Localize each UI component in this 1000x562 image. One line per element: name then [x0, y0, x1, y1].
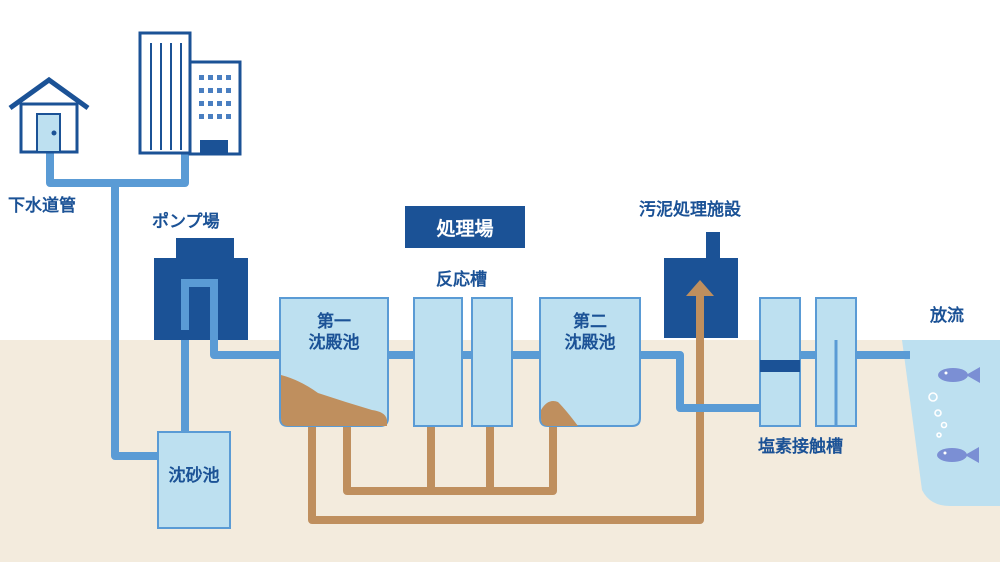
- river: [902, 340, 1000, 506]
- primary-sedimentation-tank: [279, 297, 389, 427]
- house-icon: [8, 76, 90, 154]
- bubbles: [928, 392, 948, 438]
- secondary-sedimentation-tank: [539, 297, 641, 427]
- reaction-tank-1: [413, 297, 463, 427]
- primary-tank-label-line2: 沈殿池: [308, 333, 360, 353]
- primary-tank-label-line1: 第一: [317, 312, 351, 332]
- discharge-label: 放流: [930, 306, 964, 326]
- building-icon: [138, 31, 242, 156]
- fish-icon: [938, 367, 980, 383]
- chlorine-contact-tank: [759, 297, 857, 427]
- chlorine-tank-label: 塩素接触槽: [758, 437, 843, 457]
- treatment-plant-title: 処理場: [405, 206, 525, 248]
- reaction-tank-label: 反応槽: [436, 270, 487, 290]
- sludge-facility-label: 汚泥処理施設: [639, 200, 741, 220]
- reaction-tank-2: [471, 297, 513, 427]
- secondary-tank-label-line2: 沈殿池: [564, 333, 616, 353]
- pump-station: [154, 238, 248, 340]
- grit-chamber-label: 沈砂池: [168, 466, 220, 486]
- building-windows: [199, 75, 231, 119]
- sludge-treatment-facility: [664, 232, 738, 340]
- pump-station-label: ポンプ場: [152, 212, 220, 232]
- grit-chamber: [157, 431, 231, 529]
- fish-icon: [937, 447, 979, 463]
- sewer-pipe-label: 下水道管: [8, 196, 76, 216]
- secondary-tank-label-line1: 第二: [573, 312, 607, 332]
